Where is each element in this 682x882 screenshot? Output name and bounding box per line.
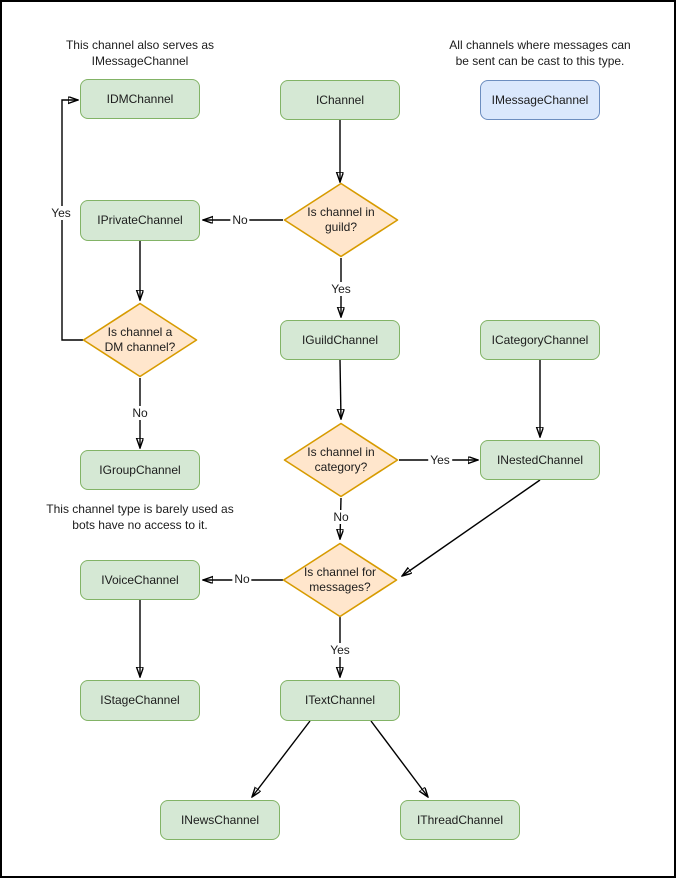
node-iprivatechannel: IPrivateChannel (80, 200, 200, 241)
node-inestedchannel: INestedChannel (480, 440, 600, 480)
node-label: Is channel a DM channel? (104, 325, 176, 354)
node-inewschannel: INewsChannel (160, 800, 280, 840)
node-label: IDMChannel (106, 91, 174, 106)
node-ichannel: IChannel (280, 80, 400, 120)
node-ivoicechannel: IVoiceChannel (80, 560, 200, 600)
node-label: ICategoryChannel (491, 332, 589, 347)
note-message-channel: All channels where messages can be sent … (449, 38, 631, 68)
edge-label-category-no: No (331, 510, 351, 524)
node-label: Is channel in category? (307, 445, 375, 474)
note-group-channel: This channel type is barely used as bots… (46, 502, 234, 532)
node-icategorychannel: ICategoryChannel (480, 320, 600, 360)
edge-label-messages-no: No (232, 572, 252, 586)
edge-inestedchannel-to-messages-question (402, 479, 541, 576)
node-category-question: Is channel in category? (283, 422, 399, 498)
node-dm-question: Is channel a DM channel? (82, 302, 198, 378)
node-idmchannel: IDMChannel (80, 79, 200, 119)
node-label: IChannel (315, 92, 365, 107)
edge-label-dm-no: No (130, 406, 150, 420)
node-label: IGuildChannel (301, 332, 379, 347)
node-messages-question: Is channel for messages? (282, 542, 398, 618)
node-label: Is channel in guild? (307, 205, 375, 234)
edge-itextchannel-to-ithreadchannel (370, 720, 428, 797)
edge-label-guild-no: No (230, 213, 250, 227)
node-ithreadchannel: IThreadChannel (400, 800, 520, 840)
diamond-shape (82, 302, 198, 378)
node-igroupchannel: IGroupChannel (80, 450, 200, 490)
node-label: INewsChannel (180, 812, 260, 827)
edge-dm-question-yes-to-idmchannel (61, 100, 83, 341)
node-label: ITextChannel (304, 693, 376, 707)
node-label: INestedChannel (496, 452, 584, 467)
node-iguildchannel: IGuildChannel (280, 320, 400, 360)
node-label: IVoiceChannel (101, 572, 179, 587)
node-label: IStageChannel (100, 693, 180, 707)
diamond-shape (282, 542, 398, 618)
node-label: Is channel for messages? (303, 565, 377, 594)
edge-label-guild-yes: Yes (329, 282, 353, 296)
node-label: IThreadChannel (416, 812, 504, 827)
diamond-shape (283, 422, 399, 498)
node-imessagechannel: IMessageChannel (480, 80, 600, 120)
edge-label-category-yes: Yes (428, 453, 452, 467)
node-istagechannel: IStageChannel (80, 680, 200, 721)
note-dm-channel: This channel also serves as IMessageChan… (65, 38, 215, 68)
node-label: IMessageChannel (491, 92, 589, 107)
node-itextchannel: ITextChannel (280, 680, 400, 721)
edge-label-messages-yes: Yes (328, 643, 352, 657)
edge-label-dm-yes: Yes (49, 206, 73, 220)
node-label: IGroupChannel (99, 462, 181, 477)
node-guild-question: Is channel in guild? (283, 182, 399, 258)
node-label: IPrivateChannel (97, 213, 183, 227)
edge-iguildchannel-to-category-question (340, 359, 341, 419)
edge-itextchannel-to-inewschannel (252, 720, 311, 797)
diamond-shape (283, 182, 399, 258)
